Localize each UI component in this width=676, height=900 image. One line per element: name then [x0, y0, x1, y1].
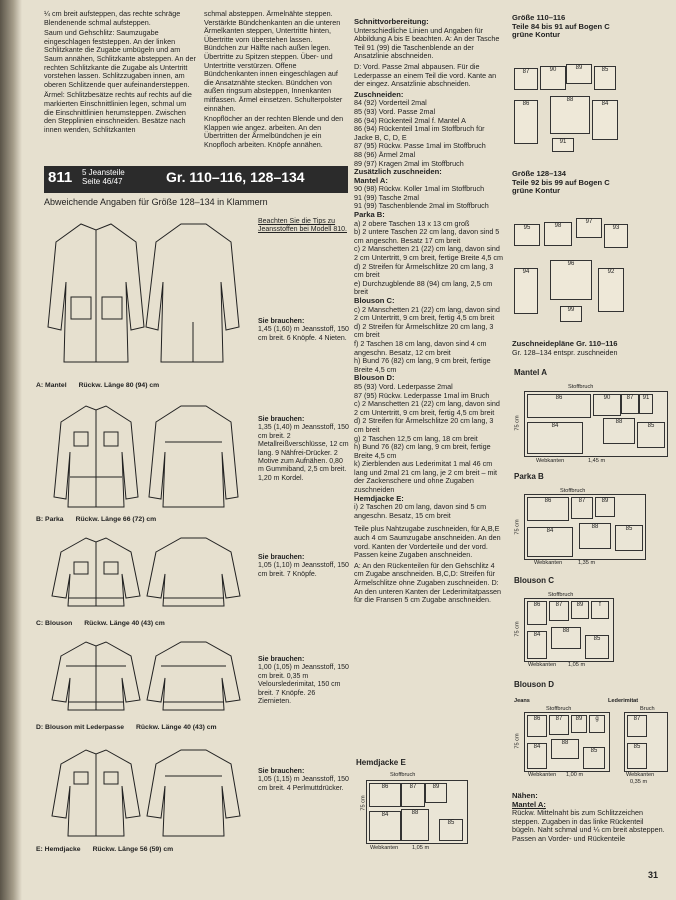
cutting-plan-a: 86 90 87 91 84 88 85 [524, 391, 668, 457]
cutting-plan-b: 86 87 89 84 88 85 [524, 494, 646, 560]
tip-note: Beachten Sie die Tips zu Jeansstoffen be… [258, 218, 347, 234]
materials-b: Sie brauchen: 1,35 (1,40) m Jeansstoff, … [258, 416, 349, 482]
text-para: Unterschiedliche Linien und Angaben für … [354, 25, 500, 61]
text-para: Teile plus Nahtzugabe zuschneiden, für A… [354, 524, 501, 560]
materials-c: Sie brauchen: 1,05 (1,10) m Jeansstoff, … [258, 554, 349, 578]
model-number: 811 [48, 169, 73, 186]
blouson-leather-drawing [51, 641, 241, 711]
cutting-plan-e: 86 87 89 84 88 85 [366, 780, 468, 844]
sewing-section: Nähen: Mantel A: Rückw. Mittelnaht bis z… [512, 791, 668, 846]
text-para: Ärmel: Schlitzbesätze rechts auf rechts … [44, 90, 192, 134]
text-para: ¼ cm breit aufsteppen, das rechte schräg… [44, 9, 181, 27]
plans-heading: Zuschneidepläne Gr. 110–116 Gr. 128–134 … [512, 339, 618, 357]
text-para: Knopflöcher an der rechten Blende und de… [204, 114, 344, 149]
page-number: 31 [647, 870, 658, 880]
size-group-2: Größe 128–134 Teile 92 bis 99 auf Bogen … [512, 169, 610, 196]
text-para: Rückw. Mittelnaht bis zum Schlitzzeichen… [512, 808, 665, 843]
section-title: Zuschneiden: [354, 89, 404, 99]
parka-drawing [53, 405, 239, 508]
model-parts: 5 Jeansteile [82, 168, 125, 177]
layout-col: Größe 110–116 Teile 84 bis 91 auf Bogen … [512, 13, 610, 40]
plan-title: Blouson D [514, 680, 554, 689]
cutting-plan-c: 86 87 89 f 84 88 85 [524, 598, 614, 662]
plan-title: Mantel A [514, 368, 548, 377]
cut-list-a: 90 (98) Rückw. Koller 1mal im Stoffbruch… [354, 184, 489, 211]
materials-d: Sie brauchen: 1,00 (1,05) m Jeansstoff, … [258, 656, 349, 706]
text-para: Saum und Gehschlitz: Saumzugabe eingesch… [44, 28, 196, 89]
coat-drawing [47, 223, 240, 363]
cutting-plan-d-jeans: 86 87 89 g 84 88 85 [524, 712, 610, 772]
plan-title: Hemdjacke E [356, 758, 406, 767]
cutting-col: Schnittvorbereitung: Unterschiedliche Li… [354, 17, 503, 605]
model-pages: Seite 46/47 [82, 177, 123, 186]
section-title: Zusätzlich zuschneiden: [354, 167, 442, 177]
cut-list-c: c) 2 Manschetten 21 (22) cm lang, davon … [354, 304, 500, 374]
blouson-drawing [51, 537, 241, 607]
instructions-col-a: ¼ cm breit aufsteppen, das rechte schräg… [44, 9, 196, 136]
model-header: 811 5 Jeansteile Seite 46/47 Gr. 110–116… [44, 166, 348, 193]
text-para: schmal absteppen. Ärmelnähte steppen. Ve… [204, 9, 343, 113]
instructions-col-b: schmal absteppen. Ärmelnähte steppen. Ve… [204, 9, 346, 152]
plan-title: Parka B [514, 472, 544, 481]
shirt-jacket-drawing [51, 749, 241, 837]
plan-title: Blouson C [514, 576, 554, 585]
cutting-plan-d-leather: 87 85 [624, 712, 668, 772]
model-sizes: Gr. 110–116, 128–134 [166, 169, 305, 185]
text-para: A: An den Rückenteilen für den Gehschlit… [354, 560, 502, 605]
text-para: D: Vord. Passe 2mal abpausen. Für die Le… [354, 61, 497, 89]
materials-e: Sie brauchen: 1,05 (1,15) m Jeansstoff, … [258, 768, 349, 792]
section-title: Schnittvorbereitung: [354, 17, 429, 26]
materials-a: Sie brauchen: 1,45 (1,60) m Jeansstoff, … [258, 318, 349, 342]
page-binding [0, 0, 22, 900]
cut-list-e: i) 2 Taschen 20 cm lang, davon sind 5 cm… [354, 502, 487, 520]
model-subtitle: 5 Jeansteile Seite 46/47 [82, 168, 125, 186]
intro-line: Abweichende Angaben für Größe 128–134 in… [44, 197, 268, 207]
